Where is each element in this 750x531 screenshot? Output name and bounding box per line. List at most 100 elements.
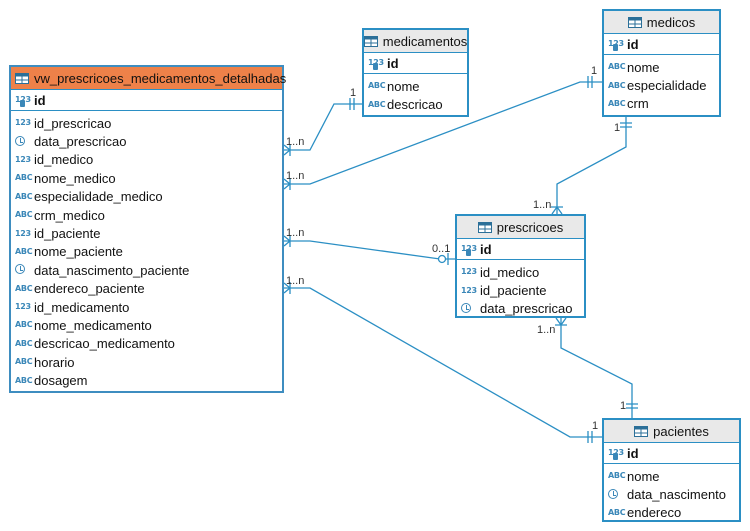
- text-type-icon: ABC: [15, 283, 33, 293]
- number-type-icon: 123: [461, 285, 477, 295]
- column-name: id_medico: [34, 152, 94, 168]
- entity-prescricoes-header: prescricoes: [457, 216, 584, 239]
- relation-prescricoes-medicos: [556, 117, 627, 214]
- key-icon: [20, 100, 25, 107]
- relation-view-pacientes: [284, 287, 602, 438]
- column-name: nome: [627, 59, 660, 75]
- text-type-icon: ABC: [608, 471, 626, 481]
- table-icon: [363, 35, 378, 47]
- key-icon: [613, 453, 618, 460]
- card-prescricoes-pacientes-from: 1..n: [537, 324, 555, 336]
- entity-view[interactable]: vw_prescricoes_medicamentos_detalhadas 1…: [9, 65, 287, 393]
- column-name: id_medicamento: [34, 299, 130, 315]
- column-name: horario: [34, 354, 75, 370]
- text-type-icon: ABC: [608, 62, 626, 72]
- entity-medicos[interactable]: medicos 123 id ABCnomeABCespecialidadeAB…: [602, 9, 721, 117]
- column-name: especialidade: [627, 78, 707, 94]
- card-view-medicos-to: 1: [591, 65, 597, 77]
- text-type-icon: ABC: [15, 375, 33, 385]
- table-icon: [15, 72, 29, 84]
- primary-key-icon: 123: [368, 59, 384, 70]
- column-name: nome_paciente: [34, 244, 123, 260]
- clock-icon: [608, 488, 623, 501]
- pk-name: id: [627, 445, 639, 461]
- entity-pacientes-title: pacientes: [653, 423, 709, 439]
- column-row[interactable]: data_prescricao: [11, 132, 282, 150]
- pk-row[interactable]: 123 id: [364, 53, 467, 74]
- pk-row[interactable]: 123 id: [11, 90, 282, 111]
- pk-row[interactable]: 123 id: [604, 443, 739, 464]
- text-type-icon: ABC: [608, 507, 626, 517]
- entity-pacientes-header: pacientes: [604, 420, 739, 443]
- card-view-medicamentos-to: 1: [350, 87, 356, 99]
- text-type-icon: ABC: [368, 81, 386, 91]
- text-type-icon: ABC: [15, 357, 33, 367]
- text-type-icon: ABC: [15, 338, 33, 348]
- column-row[interactable]: data_nascimento: [604, 485, 739, 503]
- pk-name: id: [387, 55, 399, 71]
- column-name: nome_medicamento: [34, 317, 152, 333]
- column-name: descricao_medicamento: [34, 336, 175, 352]
- text-type-icon: ABC: [15, 191, 33, 201]
- column-row[interactable]: data_nascimento_paciente: [11, 261, 282, 279]
- entity-pacientes[interactable]: pacientes 123 id ABCnomedata_nascimentoA…: [602, 418, 741, 522]
- text-type-icon: ABC: [608, 80, 626, 90]
- pk-row[interactable]: 123 id: [604, 34, 719, 55]
- pk-name: id: [480, 241, 492, 257]
- column-name: endereco_paciente: [34, 281, 145, 297]
- column-name: crm: [627, 96, 649, 112]
- column-name: data_nascimento_paciente: [34, 262, 190, 278]
- column-name: id_medico: [480, 264, 540, 280]
- column-name: nome_medico: [34, 170, 116, 186]
- column-name: data_nascimento: [627, 487, 727, 503]
- relation-prescricoes-pacientes: [560, 318, 633, 418]
- column-name: nome: [627, 468, 660, 484]
- relation-view-medicos: [284, 81, 602, 185]
- pk-row[interactable]: 123 id: [457, 239, 584, 260]
- column-name: nome: [387, 78, 420, 94]
- entity-view-title: vw_prescricoes_medicamentos_detalhadas: [34, 70, 287, 86]
- number-type-icon: 123: [15, 302, 31, 312]
- column-name: endereco: [627, 505, 682, 521]
- table-icon: [634, 425, 649, 437]
- text-type-icon: ABC: [15, 173, 33, 183]
- entity-prescricoes[interactable]: prescricoes 123 id 123id_medico123id_pac…: [455, 214, 586, 318]
- text-type-icon: ABC: [368, 99, 386, 109]
- relation-view-prescricoes: [284, 240, 455, 260]
- number-type-icon: 123: [461, 267, 477, 277]
- column-name: id_prescricao: [34, 115, 112, 131]
- primary-key-icon: 123: [608, 40, 624, 51]
- text-type-icon: ABC: [608, 98, 626, 108]
- key-icon: [466, 249, 471, 256]
- column-row[interactable]: data_prescricao: [457, 300, 584, 318]
- text-type-icon: ABC: [15, 210, 33, 220]
- text-type-icon: ABC: [15, 320, 33, 330]
- table-icon: [477, 221, 492, 233]
